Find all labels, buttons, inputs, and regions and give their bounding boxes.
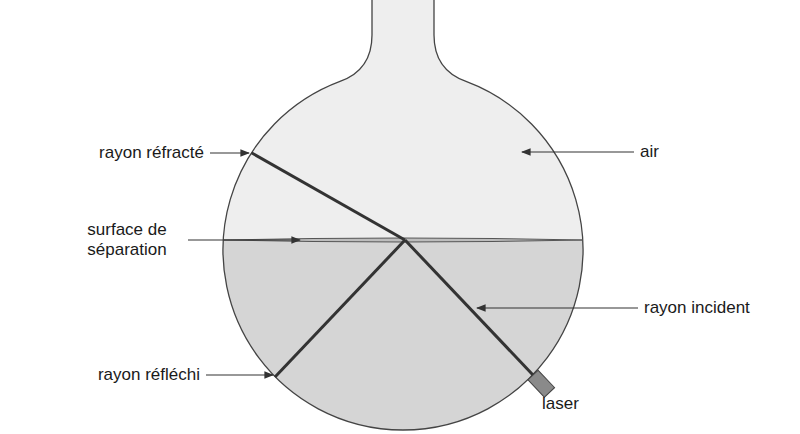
label-text: rayon incident xyxy=(644,298,750,318)
label-text: surface de séparation xyxy=(72,220,182,260)
label-text: rayon réfracté xyxy=(99,143,204,163)
label-text: air xyxy=(640,142,659,162)
leader-arrow xyxy=(522,151,634,152)
leader-arrow xyxy=(188,239,300,240)
label-text: rayon réfléchi xyxy=(98,365,200,385)
air-region xyxy=(0,0,800,240)
laser-device xyxy=(528,370,555,397)
refracted-ray xyxy=(252,153,406,240)
flask-outline xyxy=(223,0,583,430)
reflected-ray xyxy=(275,240,405,377)
leader-arrow xyxy=(206,374,273,375)
water-region xyxy=(0,240,800,434)
leader-arrow xyxy=(477,307,638,308)
leader-arrow xyxy=(210,152,249,153)
label-text: laser xyxy=(542,394,579,414)
